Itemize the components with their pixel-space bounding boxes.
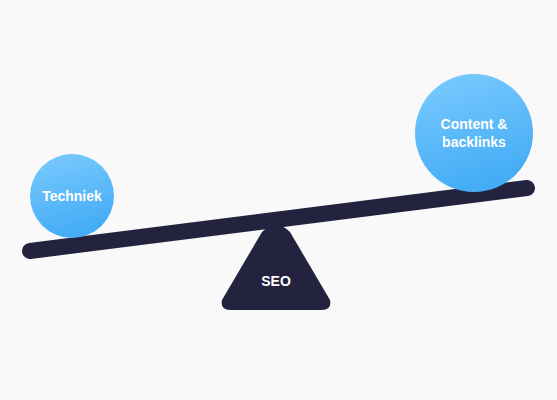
- weight-circle-shape: [415, 74, 533, 192]
- fulcrum-triangle: SEO: [220, 222, 332, 310]
- weight-circle: Techniek: [30, 154, 114, 238]
- fulcrum-triangle-shape: [220, 222, 332, 310]
- weight-circle: Content & backlinks: [415, 74, 533, 192]
- node-label: SEO: [261, 272, 291, 290]
- node-label: Content & backlinks: [428, 115, 520, 151]
- node-label: Techniek: [42, 187, 102, 205]
